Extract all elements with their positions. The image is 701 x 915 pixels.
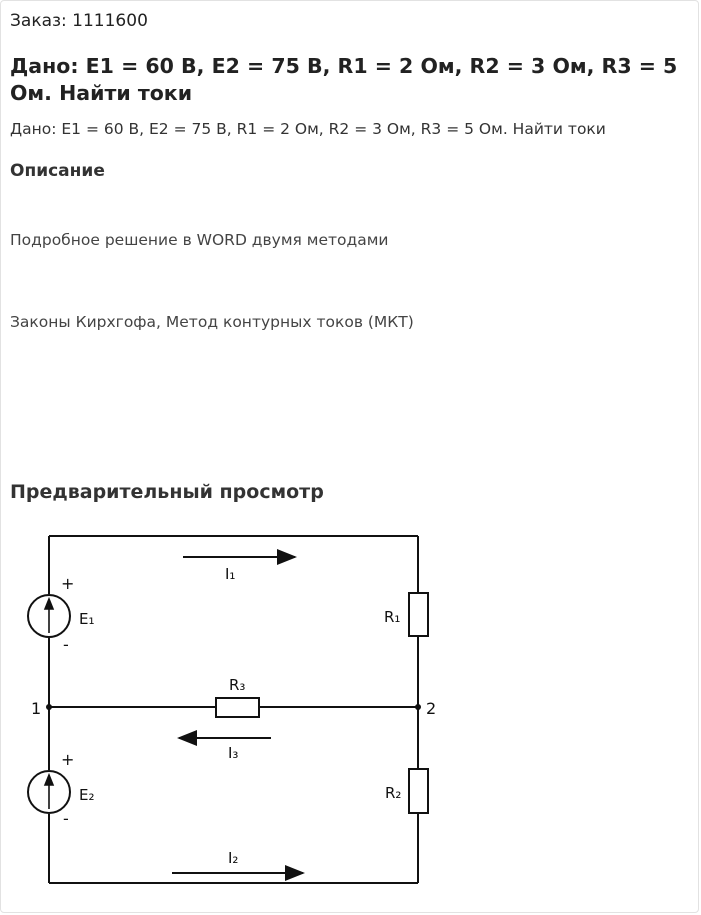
e1-label: E₁ [79, 610, 95, 628]
i3-label: I₃ [228, 744, 238, 762]
description-text: Подробное решение в WORD двумя методами [10, 231, 389, 249]
r1-label: R₁ [384, 608, 400, 626]
circuit-diagram: + - E₁ + - E₂ R₁ R₂ R₃ I₁ I₃ I₂ 1 2 [27, 535, 436, 884]
i2-label: I₂ [228, 849, 238, 867]
r3-resistor [215, 697, 260, 718]
e2-plus: + [61, 750, 74, 769]
e2-label: E₂ [79, 786, 95, 804]
description-heading: Описание [10, 161, 105, 181]
r1-resistor [408, 592, 429, 637]
e2-source-icon [27, 770, 71, 814]
r2-resistor [408, 768, 429, 814]
r3-label: R₃ [229, 676, 245, 694]
i1-label: I₁ [225, 565, 235, 583]
e1-minus: - [63, 635, 69, 654]
node-1-label: 1 [31, 699, 41, 718]
node-1-dot [46, 704, 52, 710]
order-number: Заказ: 1111600 [10, 11, 148, 31]
node-2-label: 2 [426, 699, 436, 718]
preview-heading: Предварительный просмотр [10, 481, 324, 503]
node-2-dot [415, 704, 421, 710]
e2-minus: - [63, 809, 69, 828]
r2-label: R₂ [385, 784, 401, 802]
e1-source-icon [27, 594, 71, 638]
description-methods: Законы Кирхгофа, Метод контурных токов (… [10, 313, 414, 331]
page-title: Дано: E1 = 60 В, E2 = 75 В, R1 = 2 Ом, R… [10, 54, 678, 105]
given-text: Дано: E1 = 60 В, E2 = 75 В, R1 = 2 Ом, R… [10, 120, 606, 138]
e1-plus: + [61, 574, 74, 593]
